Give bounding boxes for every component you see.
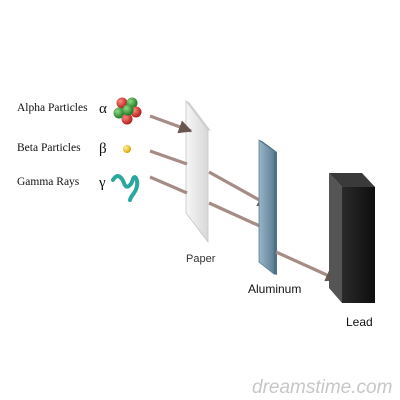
- gamma-arrow-segment-middle: [208, 201, 263, 229]
- aluminum-barrier: [258, 139, 277, 275]
- gamma-arrow: [275, 250, 340, 282]
- alpha-arrow: [149, 114, 193, 134]
- gamma-wave-icon: [111, 174, 140, 202]
- beta-particle-icon: [123, 145, 131, 153]
- alpha-label: Alpha Particles: [17, 102, 88, 114]
- alpha-particle-icon: [113, 97, 142, 125]
- gamma-symbol: γ: [98, 175, 106, 191]
- aluminum-label: Aluminum: [248, 282, 301, 296]
- paper-barrier: [185, 99, 211, 244]
- watermark: dreamstime.com: [252, 377, 392, 398]
- beta-arrow-segment-before-paper: [149, 149, 188, 166]
- paper-label: Paper: [186, 253, 216, 265]
- gamma-label: Gamma Rays: [17, 176, 80, 188]
- alpha-symbol: α: [99, 101, 107, 117]
- lead-barrier: [329, 173, 375, 303]
- gamma-arrow-segment-before-paper: [149, 175, 188, 195]
- lead-label: Lead: [346, 315, 373, 329]
- beta-label: Beta Particles: [17, 142, 81, 154]
- beta-symbol: β: [99, 141, 107, 157]
